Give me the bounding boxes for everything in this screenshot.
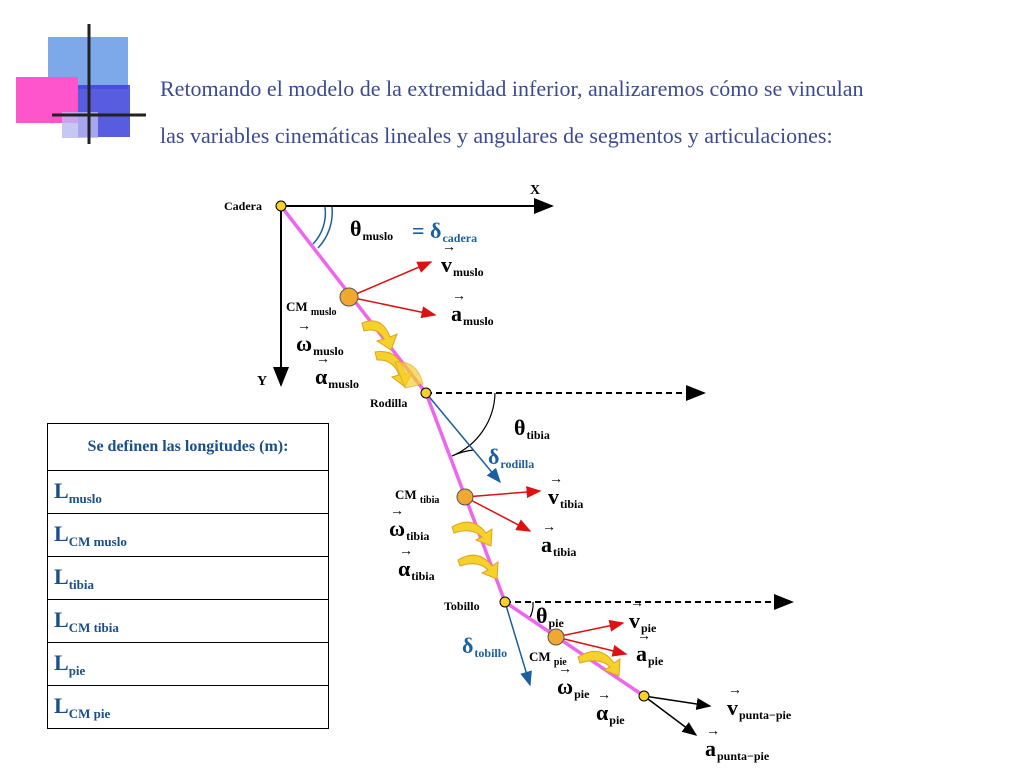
hip-angle-arc bbox=[312, 206, 327, 245]
omega-foot-label: ωpie bbox=[557, 663, 589, 700]
a-tibia-label: atibia bbox=[541, 521, 576, 558]
omega-tibia-label: ωtibia bbox=[389, 505, 429, 542]
knee-label: Rodilla bbox=[370, 396, 408, 410]
knee-angle-arc bbox=[451, 392, 496, 457]
a-thigh-vector bbox=[348, 296, 437, 319]
theta-thigh-label: θmuslo bbox=[350, 216, 394, 243]
a-foot-label: apie bbox=[636, 630, 663, 667]
theta-foot-label: θpie bbox=[536, 603, 564, 630]
ankle-label: Tobillo bbox=[444, 599, 480, 613]
length-row: LCM muslo bbox=[47, 513, 329, 557]
length-row: LCM tibia bbox=[47, 599, 329, 643]
a-toe-label: apunta−pie bbox=[705, 725, 769, 762]
length-row: LCM pie bbox=[47, 685, 329, 729]
cm-tibia-label: CM tibia bbox=[395, 487, 440, 506]
hip-joint-marker bbox=[275, 200, 287, 212]
length-row: Lmuslo bbox=[47, 470, 329, 514]
length-row: Lpie bbox=[47, 642, 329, 686]
title-line-2: las variables cinemáticas lineales y ang… bbox=[160, 123, 833, 148]
v-tibia-vector bbox=[464, 486, 542, 499]
title-line-1: Retomando el modelo de la extremidad inf… bbox=[160, 76, 864, 101]
v-tibia-label: vtibia bbox=[548, 473, 583, 510]
rotation-arrows-thigh bbox=[361, 320, 424, 389]
ankle-joint-marker bbox=[499, 596, 511, 608]
theta-tibia-label: θtibia bbox=[514, 415, 550, 442]
a-foot-vector bbox=[555, 636, 628, 657]
rotation-arrows-tibia bbox=[451, 521, 499, 580]
v-foot-vector bbox=[555, 619, 625, 638]
delta-knee-label: δrodilla bbox=[488, 444, 535, 471]
ankle-extension-line bbox=[504, 601, 532, 687]
cm-thigh-label: CM muslo bbox=[286, 299, 337, 318]
hip-label: Cadera bbox=[224, 199, 262, 213]
knee-joint-marker bbox=[420, 387, 432, 399]
a-toe-vector bbox=[643, 695, 698, 736]
ankle-angle-arc bbox=[528, 601, 534, 620]
cm-tibia-marker bbox=[456, 488, 474, 506]
alpha-foot-label: αpie bbox=[596, 689, 625, 726]
a-tibia-vector bbox=[464, 496, 532, 532]
a-thigh-label: amuslo bbox=[451, 290, 494, 327]
knee-extension-line bbox=[425, 392, 501, 484]
rotation-arrows-foot bbox=[577, 650, 621, 677]
decorative-squares bbox=[16, 24, 146, 144]
cm-thigh-marker bbox=[339, 287, 359, 307]
lengths-table-header: Se definen las longitudes (m): bbox=[47, 423, 329, 471]
v-toe-label: vpunta−pie bbox=[727, 684, 791, 721]
lengths-table: Se definen las longitudes (m): Lmuslo LC… bbox=[47, 423, 329, 729]
cm-foot-marker bbox=[547, 628, 565, 646]
toe-marker bbox=[638, 690, 650, 702]
v-thigh-vector bbox=[348, 261, 433, 298]
x-axis-label: X bbox=[530, 183, 541, 198]
y-axis-label: Y bbox=[257, 374, 268, 389]
v-toe-vector bbox=[643, 695, 712, 710]
delta-ankle-label: δtobillo bbox=[462, 633, 508, 660]
v-thigh-label: vmuslo bbox=[441, 241, 484, 278]
alpha-thigh-label: αmuslo bbox=[315, 353, 359, 390]
alpha-tibia-label: αtibia bbox=[398, 545, 435, 582]
length-row: Ltibia bbox=[47, 556, 329, 600]
